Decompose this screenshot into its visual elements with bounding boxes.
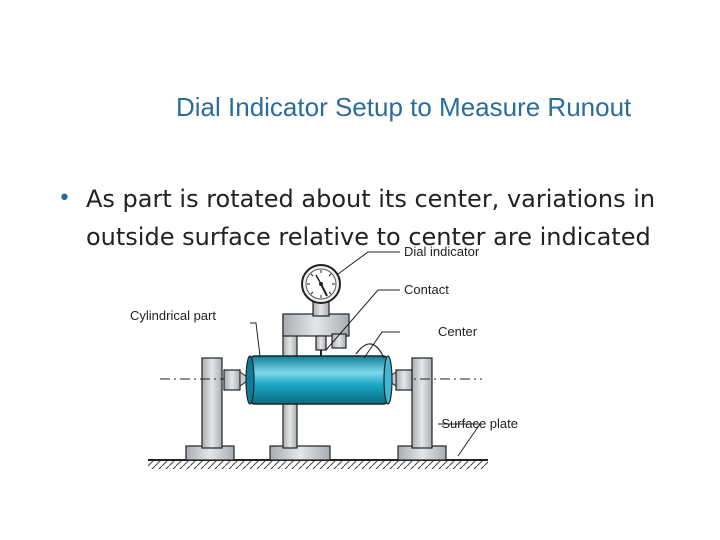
left-center: [223, 369, 251, 391]
label-cylindrical-part: Cylindrical part: [130, 308, 216, 323]
left-support: [185, 357, 235, 461]
indicator-stand: [269, 313, 350, 461]
leader-lines: [250, 251, 481, 457]
right-center: [385, 369, 413, 391]
bullet-marker: •: [58, 186, 71, 211]
label-dial-indicator: Dial indicator: [404, 244, 480, 259]
dial-indicator-setup-figure: Dial indicator Contact Cylindrical part …: [120, 228, 520, 478]
rotation-arrow: [355, 343, 385, 359]
dial-indicator: [301, 264, 341, 317]
right-support: [397, 357, 447, 461]
label-contact: Contact: [404, 282, 449, 297]
bullet-text: As part is rotated about its center, var…: [86, 185, 656, 251]
contact-plunger: [315, 335, 327, 356]
slide-title: Dial Indicator Setup to Measure Runout: [176, 92, 632, 122]
label-center: Center: [438, 324, 478, 339]
label-surface-plate: Surface plate: [441, 416, 518, 431]
surface-plate: [148, 459, 488, 469]
cylindrical-part: [245, 355, 393, 405]
